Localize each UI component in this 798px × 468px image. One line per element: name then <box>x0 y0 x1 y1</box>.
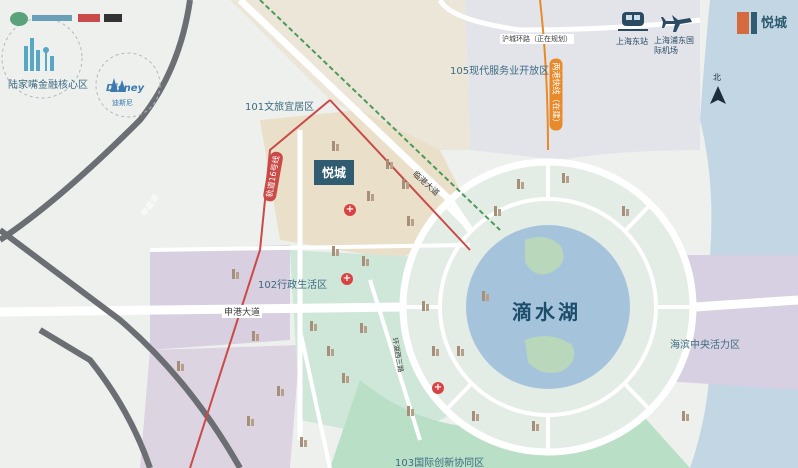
building-icon <box>430 345 441 356</box>
zone-coastal-label: 海滨中央活力区 <box>670 340 740 351</box>
project-badge: 悦城 <box>314 160 355 185</box>
building-icon <box>680 410 691 421</box>
partner-logo-3 <box>78 14 100 22</box>
partner-logo-4 <box>104 14 122 22</box>
expressway-southwest <box>38 327 153 468</box>
zone-upper-beige <box>230 0 470 150</box>
building-icon <box>384 158 395 169</box>
building-icon <box>340 372 351 383</box>
hucheng-ring-road <box>437 0 701 33</box>
lake-water <box>466 225 630 389</box>
partner-logo-1 <box>10 12 28 26</box>
zone-101-area <box>260 110 470 260</box>
building-icon <box>308 320 319 331</box>
zone-105-label: 105现代服务业开放区 <box>450 66 550 77</box>
lake-label: 滴水湖 <box>512 300 581 324</box>
radial-roads <box>403 160 695 452</box>
building-icon <box>492 205 503 216</box>
south-diag-road <box>298 329 332 468</box>
zone-102-lower-purple <box>140 345 300 468</box>
metro-east-label: 两港快线（在建） <box>549 58 563 131</box>
building-icon <box>275 385 286 396</box>
building-icon <box>330 140 341 151</box>
hospital-icon: + <box>432 382 444 394</box>
zone-102-left-purple <box>150 245 290 350</box>
zone-103-label: 103国际创新协同区 <box>395 458 485 468</box>
shengang-road-east <box>694 295 798 312</box>
building-icon <box>250 330 261 341</box>
building-icon <box>480 290 491 301</box>
brand-logo-mark-2 <box>751 12 757 34</box>
metro-line-16-east <box>329 99 471 251</box>
north-cross-road <box>149 243 471 252</box>
train-icon <box>618 12 648 31</box>
building-icon <box>515 178 526 189</box>
building-icon <box>175 360 186 371</box>
lake-island-north <box>525 236 564 275</box>
metro-line-orange <box>539 0 549 151</box>
building-icon <box>455 345 466 356</box>
building-icon <box>420 300 431 311</box>
lake-island-south <box>525 336 575 373</box>
shengang-road <box>0 302 404 317</box>
zone-lujiazui-label: 陆家嘴金融核心区 <box>8 80 88 91</box>
compass-arrow-icon <box>710 86 726 104</box>
building-icon <box>360 255 371 266</box>
building-icon <box>405 405 416 416</box>
lujiazui-skyline-icon <box>24 38 54 71</box>
brand-logo-mark <box>737 12 749 34</box>
expressway-north <box>0 0 193 243</box>
brand-name: 悦城 <box>761 16 788 31</box>
building-icon <box>530 420 541 431</box>
disney-logo: Disney <box>106 83 145 94</box>
building-icon <box>245 415 256 426</box>
hospital-icon: + <box>341 273 353 285</box>
lingang-road <box>237 0 473 232</box>
hospital-icon: + <box>344 204 356 216</box>
compass-label: 北 <box>713 73 721 82</box>
building-icon <box>400 178 411 189</box>
airport-label: 上海浦东国际机场 <box>654 36 694 55</box>
zone-102-label: 102行政生活区 <box>258 280 328 291</box>
road-shengang-label: 申港大道 <box>222 305 263 318</box>
zone-101-label: 101文旅宜居区 <box>245 102 315 113</box>
disney-label: 迪斯尼 <box>112 99 133 107</box>
building-icon <box>298 436 309 447</box>
airplane-icon <box>661 15 692 32</box>
building-icon <box>230 268 241 279</box>
building-icon <box>358 322 369 333</box>
building-icon <box>365 190 376 201</box>
disney-castle-icon <box>110 78 126 92</box>
building-icon <box>330 245 341 256</box>
road-hucheng-label: 沪城环路（正在规划） <box>500 34 574 44</box>
partner-logo-2 <box>32 15 72 21</box>
building-icon <box>405 215 416 226</box>
expressway-south <box>0 227 243 468</box>
building-icon <box>620 205 631 216</box>
sea <box>690 0 798 468</box>
building-icon <box>325 345 336 356</box>
building-icon <box>560 172 571 183</box>
station-label: 上海东站 <box>616 37 648 46</box>
building-icon <box>470 410 481 421</box>
disney-circle <box>95 52 161 118</box>
